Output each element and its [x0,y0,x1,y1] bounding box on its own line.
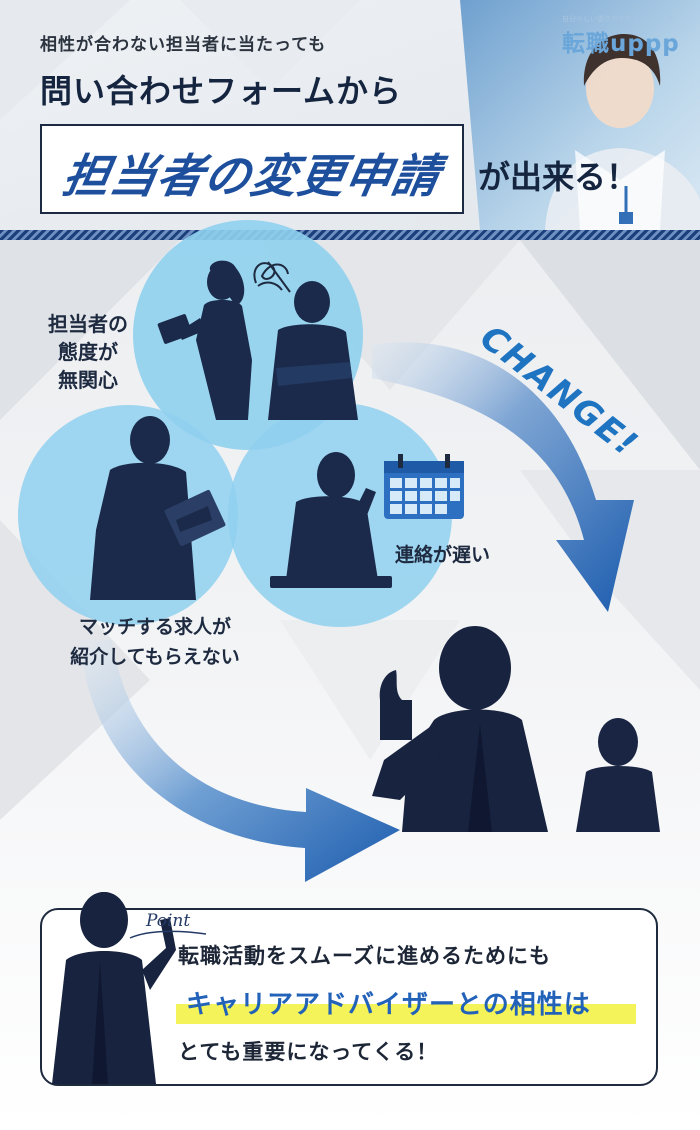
label-match: マッチする求人が 紹介してもらえない [70,616,240,668]
point-line-3: とても重要になってくる！ [178,1040,439,1064]
man-thinking-silhouette [270,452,392,588]
brand-tagline: 自分らしい働き方を叶えるメディア [562,15,674,23]
calendar-icon [384,454,464,519]
label-contact: 連絡が遅い [395,544,491,566]
header: 自分らしい働き方を叶えるメディア 転職uppp 相性が合わない担当者に当たっても… [0,0,700,240]
point-man-overlay [52,892,176,1084]
header-suffix: が出来る！ [478,158,639,196]
yellow-highlight-marker [176,1004,636,1024]
woman-photo [545,34,700,230]
point-label: Point [146,911,191,931]
bottom-arrow [80,640,400,882]
header-headline: 問い合わせフォームから [40,72,403,110]
illustration: CHANGE! [18,220,660,900]
point-line-1: 転職活動をスムーズに進めるためにも [178,944,551,968]
label-attitude: 担当者の 態度が 無関心 [48,312,128,392]
man-reading-silhouette [90,416,226,600]
brand-logo: 転職uppp [562,31,680,57]
highlight-box: 担当者の変更申請 [40,124,464,214]
man-arms-crossed-silhouette [268,281,358,420]
header-divider-stripe [0,230,700,240]
woman-silhouette [157,260,252,420]
point-line-2: キャリアアドバイザーとの相性は [186,990,591,1020]
change-arrow [372,342,634,612]
scribble-icon [253,261,291,293]
small-man-silhouette [576,718,660,832]
man-thumbs-up-silhouette [372,626,548,832]
point-underline [129,930,207,939]
header-subtitle: 相性が合わない担当者に当たっても [40,35,327,55]
